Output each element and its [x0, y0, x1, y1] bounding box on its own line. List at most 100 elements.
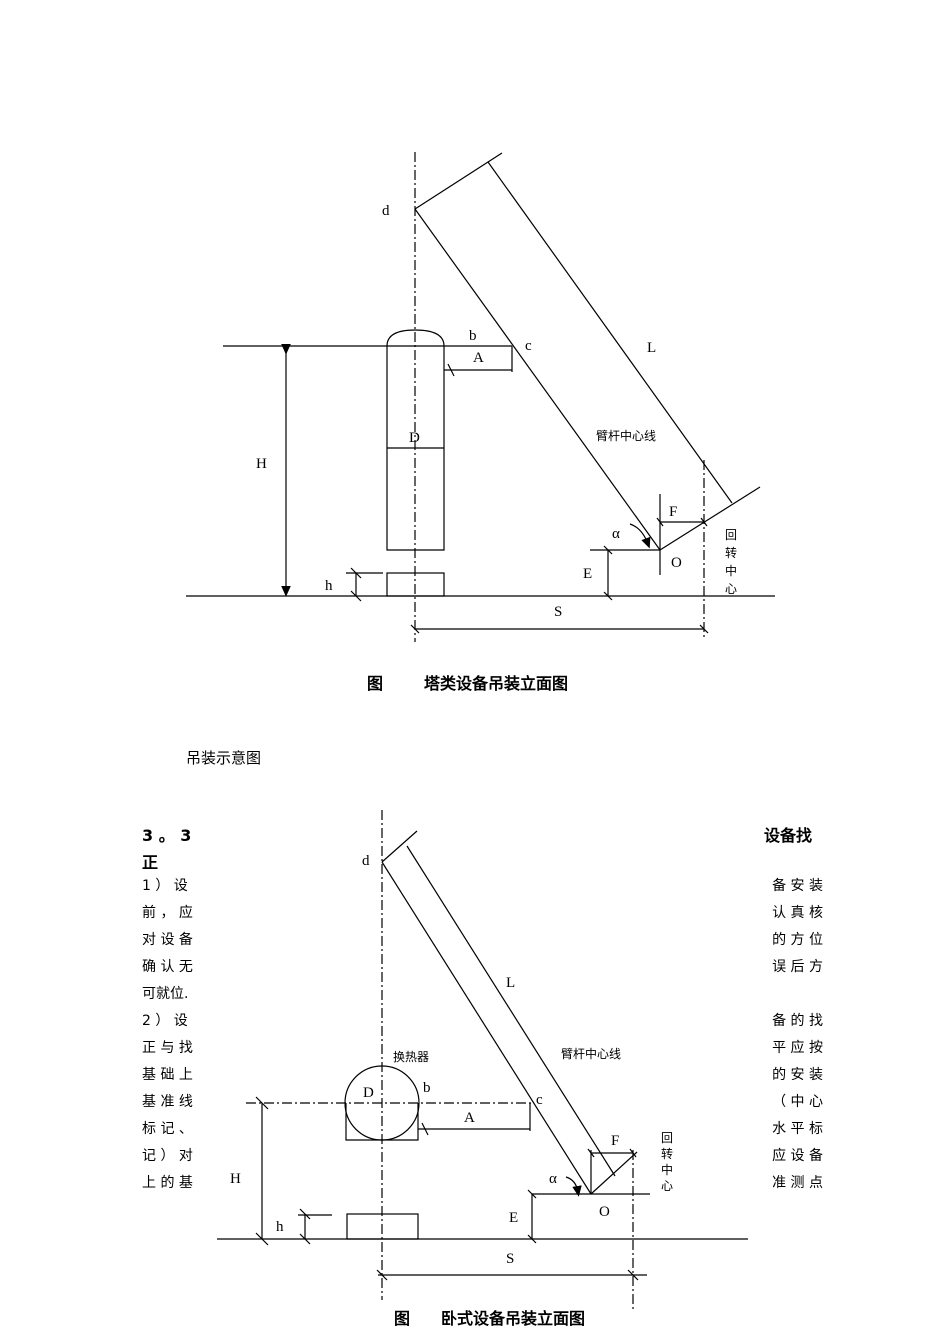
fig2-caption-title: 卧式设备吊装立面图	[441, 1309, 585, 1328]
fig1-A-tick	[447, 363, 455, 377]
fig2-S-tick1	[376, 1269, 388, 1281]
fig2-H-tick1	[255, 1096, 269, 1110]
fig2-label-E: E	[509, 1210, 518, 1226]
fig1-label-F: F	[669, 504, 677, 520]
figure1-tower-lifting	[186, 152, 775, 642]
fig1-label-O: O	[671, 555, 682, 571]
subheading-lifting-diagram: 吊装示意图	[186, 749, 262, 767]
fig1-label-b: b	[469, 328, 477, 344]
fig2-label-h: h	[276, 1219, 284, 1235]
fig1-label-boom-centerline: 臂杆中心线	[596, 428, 656, 443]
fig1-F-tick2	[700, 517, 708, 527]
fig2-alpha-arc	[565, 1176, 582, 1197]
fig2-S-tick2	[627, 1269, 639, 1281]
fig1-rotation-char-3: 中	[725, 563, 737, 578]
left-line: 上 的 基	[142, 1175, 193, 1191]
fig2-rotation-char-3: 中	[661, 1162, 673, 1177]
fig2-H-tick2	[255, 1232, 269, 1246]
fig1-label-c: c	[525, 338, 532, 354]
fig1-h-tick2	[350, 590, 362, 602]
fig2-label-H: H	[230, 1171, 241, 1187]
fig2-h-tick1	[299, 1208, 311, 1220]
fig2-h-tick2	[299, 1233, 311, 1245]
fig2-label-S: S	[506, 1251, 514, 1267]
fig2-rotation-char-2: 转	[661, 1146, 673, 1161]
fig2-label-O: O	[599, 1204, 610, 1220]
left-line: 对 设 备	[142, 932, 193, 948]
fig2-label-D: D	[363, 1085, 374, 1101]
fig2-rotation-char-1: 回	[661, 1131, 673, 1145]
fig1-label-D: D	[409, 430, 420, 446]
fig2-label-b: b	[423, 1080, 431, 1096]
fig2-boom-bottom-end	[590, 1151, 638, 1195]
section-heading-right: 设备找	[764, 826, 813, 845]
right-line: 准 测 点	[772, 1175, 823, 1191]
figure2-horizontal-lifting	[217, 810, 748, 1310]
right-line: 备 安 装	[772, 878, 823, 894]
section-heading-tail: 正	[142, 853, 159, 872]
right-line: （ 中 心	[772, 1094, 823, 1110]
fig1-S-tick1	[410, 624, 420, 634]
fig1-label-alpha: α	[612, 526, 620, 542]
fig2-exchanger-saddle	[345, 1103, 419, 1141]
fig2-label-F: F	[611, 1133, 619, 1149]
fig1-rotation-char-1: 回	[725, 528, 737, 542]
fig2-foundation	[346, 1213, 419, 1240]
fig2-F-tick1	[587, 1148, 595, 1158]
fig1-boom-top-end	[414, 152, 503, 210]
fig1-h-tick1	[350, 567, 362, 579]
right-line: 的 安 装	[772, 1067, 823, 1083]
fig1-boom-near-edge	[414, 208, 661, 551]
fig1-label-h: h	[325, 578, 333, 594]
left-line: 正 与 找	[142, 1040, 193, 1056]
fig1-boom-bottom-end	[659, 486, 761, 551]
fig2-label-d: d	[362, 853, 370, 869]
fig1-E-tick1	[603, 545, 613, 555]
fig2-label-boom-centerline: 臂杆中心线	[561, 1046, 621, 1061]
right-line: 平 应 按	[772, 1040, 823, 1056]
fig2-F-tick2	[629, 1148, 637, 1158]
fig1-alpha-arc	[629, 523, 651, 549]
right-line: 应 设 备	[772, 1148, 823, 1164]
fig1-label-L: L	[647, 340, 656, 356]
fig2-label-alpha: α	[549, 1171, 557, 1187]
fig1-boom-far-edge	[487, 161, 733, 504]
fig1-E-tick2	[603, 591, 613, 601]
fig2-boom-near-edge	[381, 861, 592, 1195]
right-line: 备 的 找	[772, 1013, 823, 1029]
fig2-caption-prefix: 图	[394, 1309, 410, 1328]
right-line: 认 真 核	[772, 905, 823, 921]
left-line: 前 ， 应	[142, 905, 193, 921]
left-line: 1 ） 设	[142, 878, 188, 894]
fig2-label-exchanger: 换热器	[393, 1050, 429, 1064]
fig1-rotation-char-4: 心	[725, 582, 737, 596]
right-line: 误 后 方	[772, 959, 823, 975]
fig2-label-c: c	[536, 1092, 543, 1108]
left-line: 基 准 线	[142, 1094, 193, 1110]
fig1-tower-column	[386, 329, 445, 551]
fig1-label-S: S	[554, 604, 562, 620]
right-line: 水 平 标	[772, 1121, 823, 1137]
fig1-label-d: d	[382, 203, 390, 219]
fig2-boom-far-edge	[406, 845, 616, 1177]
fig2-rotation-char-4: 心	[661, 1179, 673, 1193]
right-line: 的 方 位	[772, 932, 823, 948]
left-line: 可就位.	[142, 986, 189, 1002]
left-line: 标 记 、	[142, 1121, 193, 1137]
fig1-label-H: H	[256, 456, 267, 472]
fig1-caption-title: 塔类设备吊装立面图	[424, 674, 568, 693]
fig1-label-E: E	[583, 566, 592, 582]
fig2-E-tick2	[527, 1234, 537, 1244]
fig1-caption-prefix: 图	[367, 674, 383, 693]
section-heading-number: 3 。 3	[142, 826, 192, 845]
left-line: 确 认 无	[142, 959, 193, 975]
left-line: 记 ） 对	[142, 1148, 193, 1164]
fig2-boom-top-end	[381, 830, 418, 863]
fig2-label-A: A	[464, 1110, 475, 1126]
left-line: 基 础 上	[142, 1067, 193, 1083]
fig1-label-A: A	[473, 350, 484, 366]
fig1-S-tick2	[699, 624, 709, 634]
fig2-E-tick1	[527, 1189, 537, 1199]
left-line: 2 ） 设	[142, 1013, 188, 1029]
